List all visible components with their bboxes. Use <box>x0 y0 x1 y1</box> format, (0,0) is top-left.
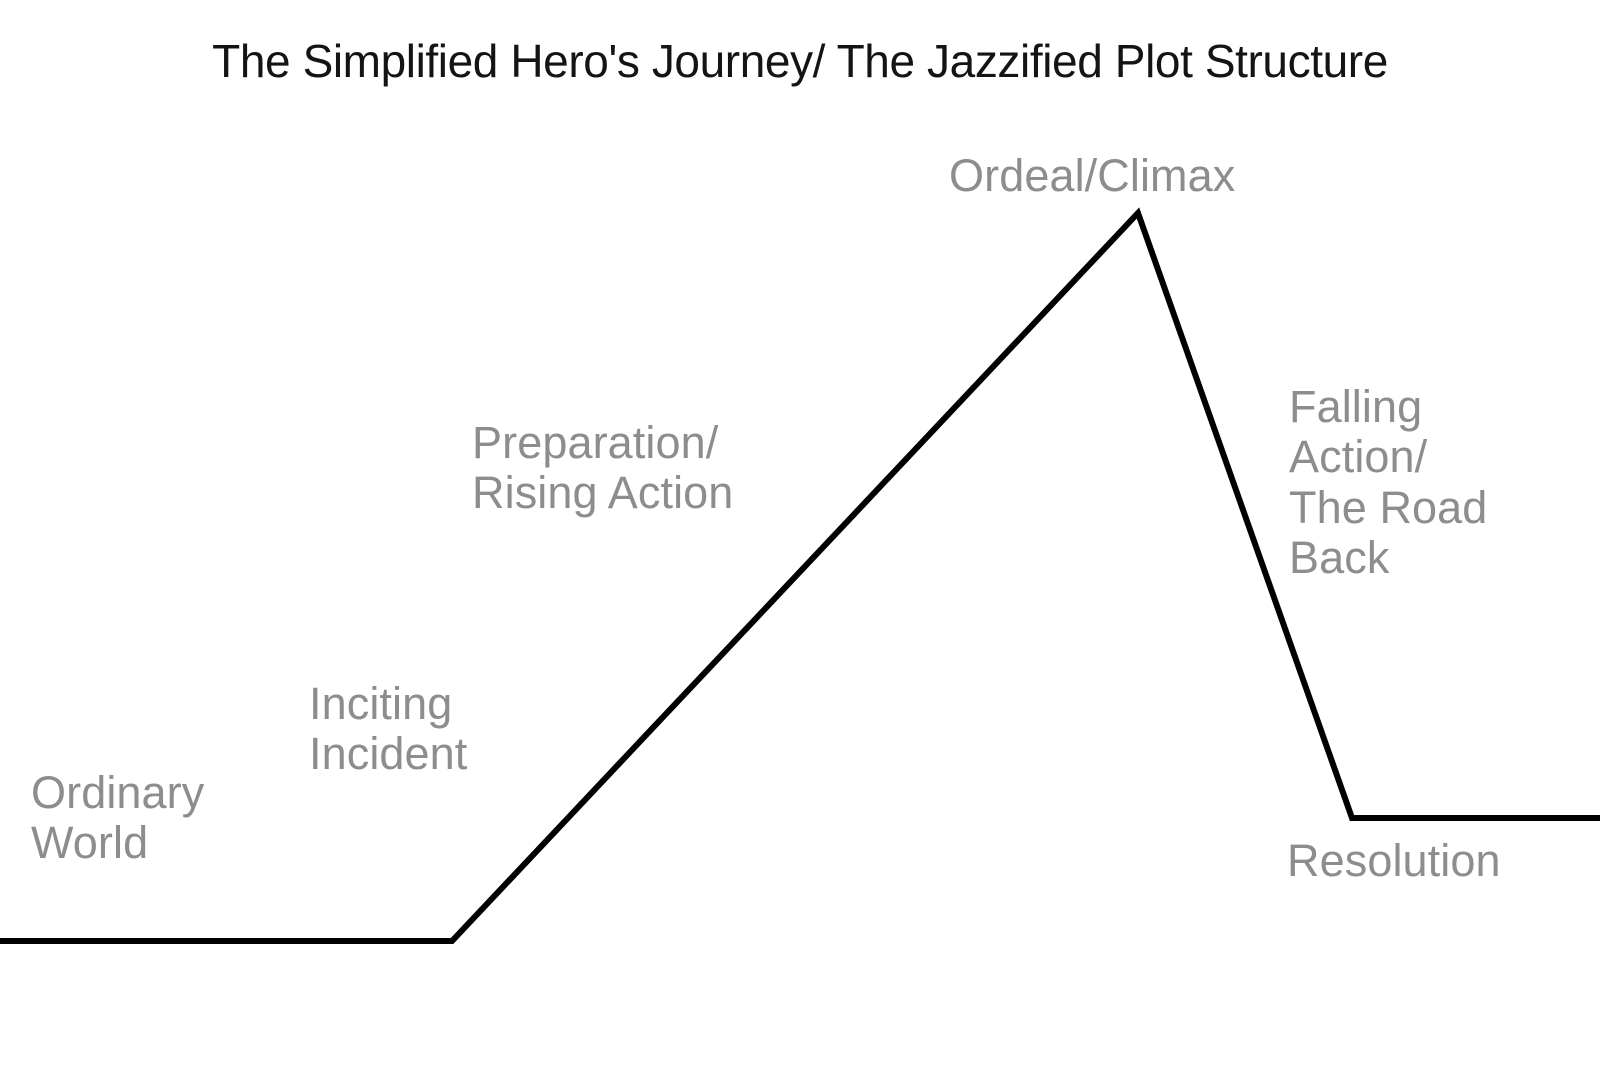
stage-label-ordeal-climax: Ordeal/Climax <box>949 150 1236 201</box>
page-title: The Simplified Hero's Journey/ The Jazzi… <box>212 35 1388 87</box>
stage-label-ordinary-world: Ordinary World <box>31 767 205 869</box>
stage-label-resolution: Resolution <box>1287 835 1501 886</box>
stage-label-falling-action-the-road-back: Falling Action/ The Road Back <box>1289 381 1488 584</box>
plot-curve-path <box>0 207 1600 944</box>
stage-label-preparation-rising-action: Preparation/ Rising Action <box>472 417 734 519</box>
stage-label-inciting-incident: Inciting Incident <box>309 678 468 780</box>
